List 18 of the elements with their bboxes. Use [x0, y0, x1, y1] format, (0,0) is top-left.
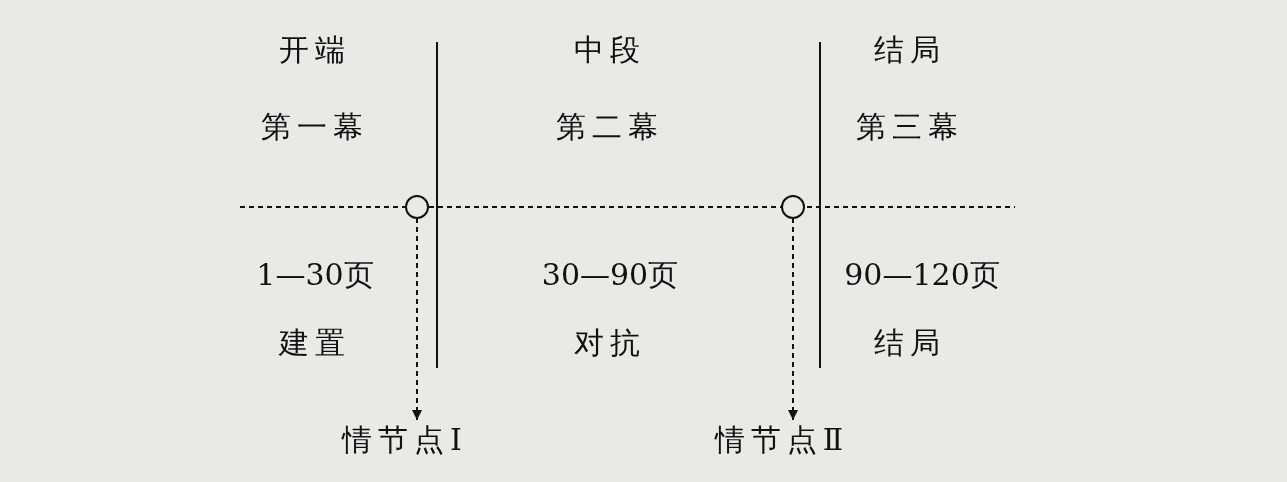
arrow: [788, 217, 798, 421]
plot-point-marker: [781, 195, 805, 219]
act-number: 第一幕: [261, 107, 369, 146]
plot-point-label: 情节点Ⅰ: [342, 419, 468, 461]
act-number: 第三幕: [856, 107, 964, 146]
page-range: 1—30页: [256, 255, 374, 294]
arrow: [412, 217, 422, 421]
act-function: 结局: [874, 323, 946, 362]
act-name: 结局: [874, 30, 946, 69]
page-range: 30—90页: [541, 255, 679, 294]
plot-point-marker: [405, 195, 429, 219]
plot-point-label: 情节点Ⅱ: [714, 419, 850, 461]
act-name: 开端: [279, 30, 351, 69]
act-number: 第二幕: [556, 107, 664, 146]
act-function: 对抗: [574, 323, 646, 362]
act-name: 中段: [574, 30, 646, 69]
act-function: 建置: [279, 323, 351, 362]
page-range: 90—120页: [844, 255, 1000, 294]
